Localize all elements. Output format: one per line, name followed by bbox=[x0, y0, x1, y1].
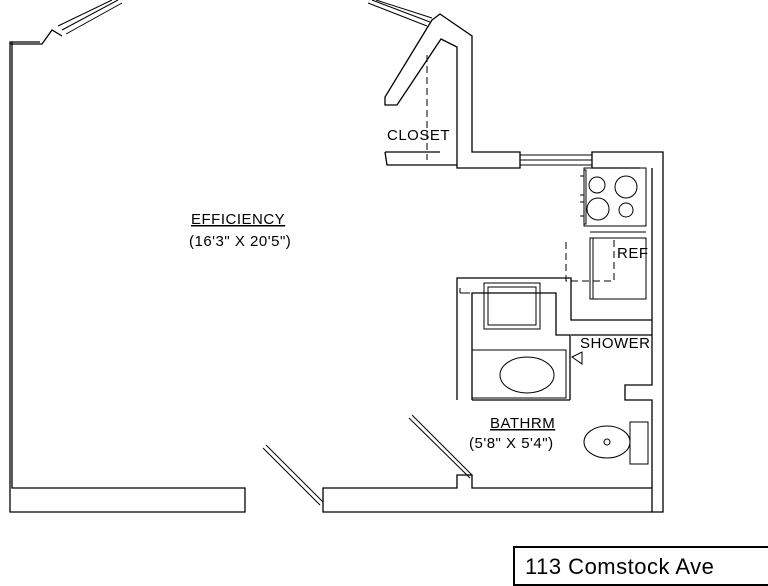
top-windows bbox=[57, 0, 433, 35]
doors bbox=[262, 414, 473, 506]
bathroom-fixtures bbox=[471, 334, 652, 401]
outer-walls bbox=[9, 29, 664, 513]
bathroom-label: BATHRM bbox=[490, 415, 555, 432]
kitchen-counter bbox=[456, 277, 652, 400]
stove bbox=[580, 167, 647, 227]
closet-label: CLOSET bbox=[387, 127, 450, 144]
address-label: 113 Comstock Ave bbox=[513, 546, 768, 586]
shower-label: SHOWER bbox=[580, 335, 651, 352]
bathroom-dimensions: (5'8" X 5'4") bbox=[469, 435, 554, 452]
closet bbox=[384, 13, 521, 169]
refrigerator-label: REF bbox=[617, 245, 649, 262]
refrigerator bbox=[565, 231, 647, 300]
efficiency-label: EFFICIENCY bbox=[191, 211, 285, 228]
kitchen-window bbox=[520, 154, 592, 166]
efficiency-dimensions: (16'3" X 20'5") bbox=[189, 233, 291, 250]
toilet bbox=[583, 421, 649, 465]
